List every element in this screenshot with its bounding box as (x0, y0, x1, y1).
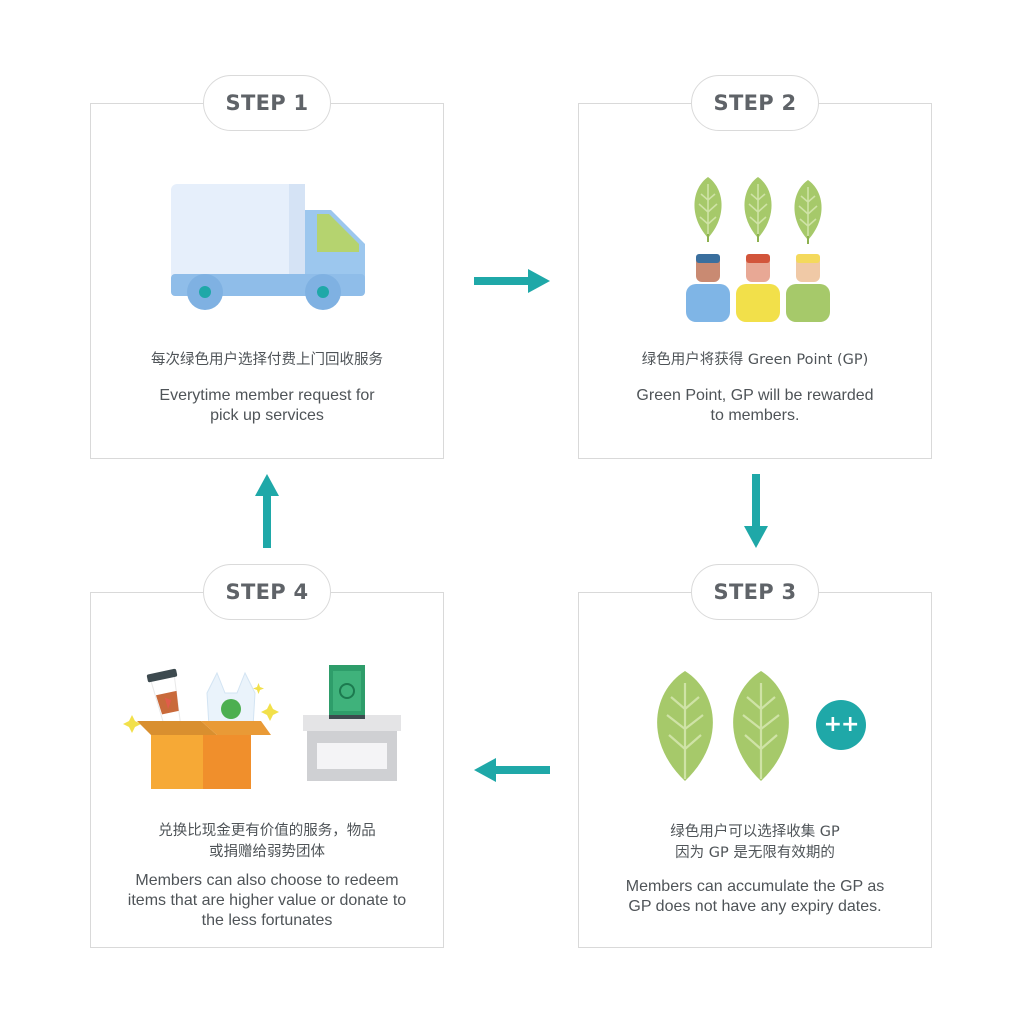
step-1-cn-text: 每次绿色用户选择付费上门回收服务 (151, 352, 383, 368)
step-4-label: STEP 4 (203, 564, 331, 620)
truck-icon (171, 184, 365, 310)
leaves-and-people-icon (686, 177, 830, 322)
step-2-en-line-1: Green Point, GP will be rewarded (636, 387, 874, 404)
step-2-cn-text: 绿色用户将获得 Green Point (GP) (641, 352, 869, 368)
step-1-en-line-1: Everytime member request for (159, 387, 375, 404)
step-4-card: 兑换比现金更有价值的服务，物品 或捐赠给弱势团体 Members can als… (90, 592, 444, 948)
step-3-en-line-1: Members can accumulate the GP as (625, 878, 885, 895)
step-4-cn-line-2: 或捐赠给弱势团体 (209, 844, 325, 860)
arrow-down-icon (744, 474, 768, 548)
step-4-en-line-1: Members can also choose to redeem (135, 872, 399, 889)
step-3-label: STEP 3 (691, 564, 819, 620)
recycle-box-and-donation-box-icon (123, 665, 401, 789)
step-1-label: STEP 1 (203, 75, 331, 131)
step-2-label: STEP 2 (691, 75, 819, 131)
arrow-right-icon (474, 269, 550, 293)
step-3-en-line-2: GP does not have any expiry dates. (628, 898, 882, 915)
arrow-left-icon (474, 758, 550, 782)
step-1-card: 每次绿色用户选择付费上门回收服务 Everytime member reques… (90, 103, 444, 459)
step-3-cn-line-2: 因为 GP 是无限有效期的 (675, 845, 835, 861)
plus-badge: ++ (823, 712, 860, 737)
arrow-up-icon (255, 474, 279, 548)
step-1-en-line-2: pick up services (210, 407, 324, 424)
step-4-en-line-3: the less fortunates (201, 912, 333, 929)
step-4-cn-line-1: 兑换比现金更有价值的服务，物品 (158, 823, 376, 839)
step-3-cn-line-1: 绿色用户可以选择收集 GP (670, 824, 840, 840)
leaves-plus-icon (657, 671, 866, 781)
step-4-en-line-2: items that are higher value or donate to (127, 892, 407, 909)
step-2-en-line-2: to members. (710, 407, 800, 424)
step-2-card: 绿色用户将获得 Green Point (GP) Green Point, GP… (578, 103, 932, 459)
step-3-card: ++ 绿色用户可以选择收集 GP 因为 GP 是无限有效期的 Members c… (578, 592, 932, 948)
